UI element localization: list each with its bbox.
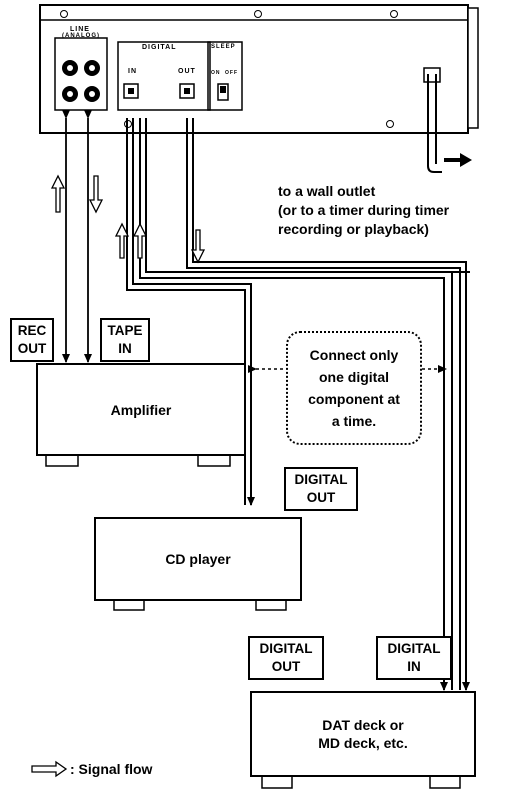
line-jack-r-out[interactable] bbox=[62, 86, 78, 102]
amplifier-box: Amplifier bbox=[36, 363, 246, 456]
dat-digital-in-tag: DIGITAL IN bbox=[376, 636, 452, 680]
rec-out-line2: OUT bbox=[17, 341, 47, 356]
sleep-on-label: ON bbox=[211, 70, 221, 76]
rear-panel bbox=[39, 4, 479, 173]
line-label: LINE bbox=[70, 26, 90, 33]
wall-note-line2: (or to a timer during timer bbox=[278, 202, 450, 218]
digital-cable-dat-in bbox=[140, 118, 470, 691]
analog-cables bbox=[62, 110, 92, 363]
connect-note: Connect only one digital component at a … bbox=[286, 331, 422, 445]
tape-in-tag: TAPE IN bbox=[100, 318, 150, 362]
connect-note-line2: one digital bbox=[319, 369, 389, 385]
rec-out-line1: REC bbox=[17, 323, 47, 338]
line-jack-r-in[interactable] bbox=[84, 86, 100, 102]
legend-arrow-icon bbox=[31, 760, 68, 778]
cd-digital-out-line2: OUT bbox=[306, 490, 336, 505]
cd-digital-out-tag: DIGITAL OUT bbox=[284, 467, 358, 511]
dat-deck-box: DAT deck or MD deck, etc. bbox=[250, 691, 476, 777]
signal-flow-arrows bbox=[50, 174, 206, 264]
line-jack-l-in[interactable] bbox=[84, 60, 100, 76]
legend-text: : Signal flow bbox=[70, 761, 153, 777]
sleep-switch[interactable] bbox=[217, 83, 229, 101]
digital-in-jack[interactable] bbox=[123, 83, 139, 99]
amplifier-name: Amplifier bbox=[110, 401, 172, 418]
connect-note-line4: a time. bbox=[331, 413, 377, 429]
cd-player-box: CD player bbox=[94, 517, 302, 601]
dat-feet bbox=[261, 775, 461, 789]
dat-digital-in-line2: IN bbox=[407, 659, 421, 674]
sleep-off-label: OFF bbox=[225, 70, 238, 76]
cd-digital-out-line1: DIGITAL bbox=[294, 472, 348, 487]
connect-note-line1: Connect only bbox=[309, 347, 399, 363]
sleep-label: SLEEP bbox=[211, 44, 236, 50]
dat-digital-out-line1: DIGITAL bbox=[259, 641, 313, 656]
cd-player-name: CD player bbox=[165, 551, 231, 567]
digital-out-label: OUT bbox=[178, 68, 196, 75]
tape-in-line1: TAPE bbox=[107, 323, 143, 338]
dat-digital-out-tag: DIGITAL OUT bbox=[248, 636, 324, 680]
tape-in-line2: IN bbox=[118, 341, 132, 356]
power-cord bbox=[423, 67, 442, 173]
digital-panel-label: DIGITAL bbox=[142, 44, 177, 51]
wall-outlet-arrow bbox=[444, 153, 472, 167]
wall-note-line1: to a wall outlet bbox=[278, 183, 376, 199]
digital-out-jack[interactable] bbox=[179, 83, 195, 99]
connect-note-line3: component at bbox=[308, 391, 400, 407]
dat-deck-name-line2: MD deck, etc. bbox=[318, 735, 408, 751]
rec-out-tag: REC OUT bbox=[10, 318, 54, 362]
dat-digital-out-line2: OUT bbox=[271, 659, 301, 674]
dat-digital-in-line1: DIGITAL bbox=[387, 641, 441, 656]
digital-in-label: IN bbox=[128, 68, 137, 75]
analog-label: (ANALOG) bbox=[62, 33, 100, 39]
dat-deck-name-line1: DAT deck or bbox=[322, 717, 404, 733]
line-jack-l-out[interactable] bbox=[62, 60, 78, 76]
wall-note-line3: recording or playback) bbox=[278, 221, 429, 237]
